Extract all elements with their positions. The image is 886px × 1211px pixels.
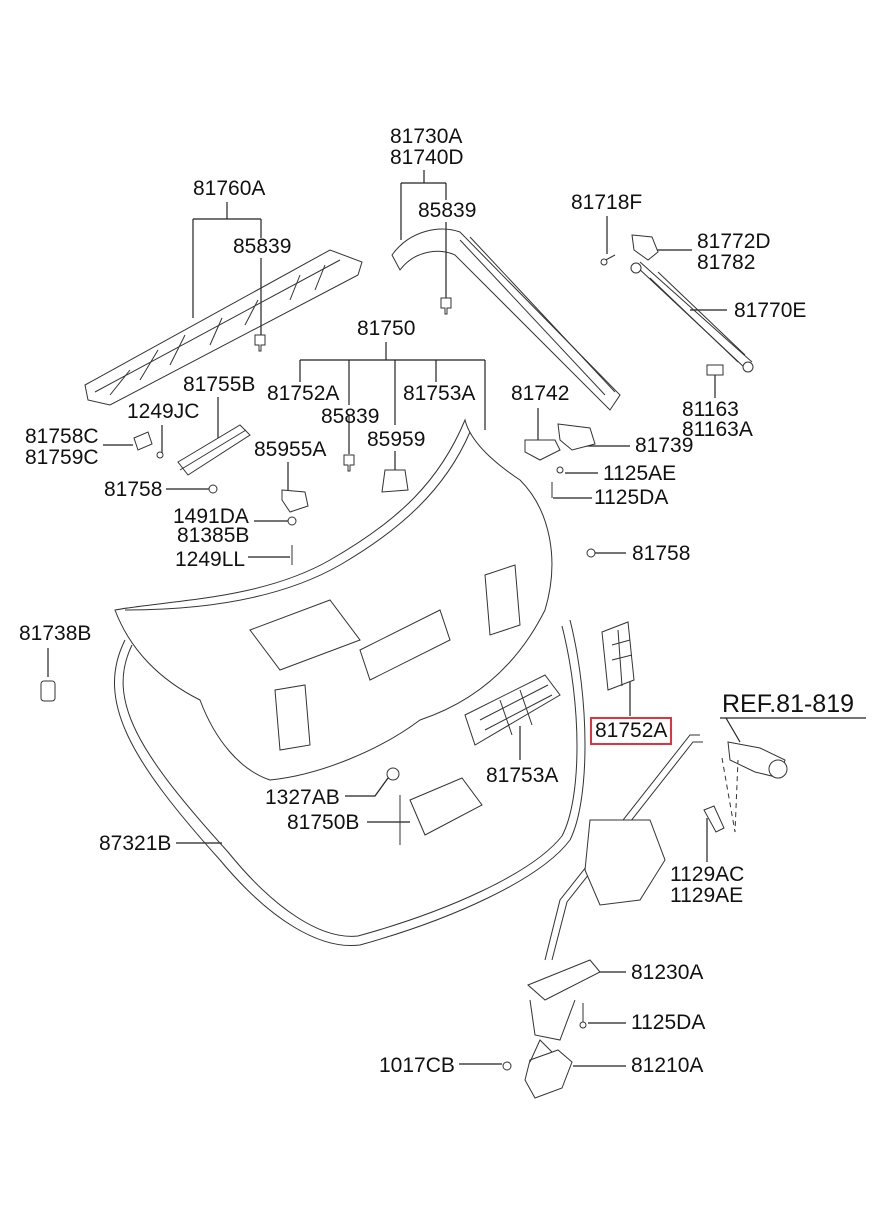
part-label-81770e[interactable]: 81770E [734,299,807,322]
part-label-81750[interactable]: 81750 [357,317,416,340]
part-85955A-bracket [281,489,309,513]
part-label-81772d[interactable]: 81772D [697,230,771,253]
part-label-1327ab[interactable]: 1327AB [265,786,340,809]
part-label-85955a[interactable]: 85955A [254,438,327,461]
part-81752A-vent [601,621,635,691]
part-81772D-bracket [631,234,659,261]
part-1125DA-bolt [579,1003,587,1029]
part-label-81739[interactable]: 81739 [635,434,694,457]
part-label-81750b[interactable]: 81750B [287,811,360,834]
part-label-81385b[interactable]: 81385B [177,524,250,547]
part-label-81758c[interactable]: 81758C [25,425,99,448]
part-ref-lock-cylinder [721,741,788,833]
part-81755B-handle [177,424,251,476]
part-81760A-garnish [84,249,363,406]
part-label-1125ae[interactable]: 1125AE [603,462,677,485]
part-85839-clips [254,297,452,472]
part-small-fasteners [156,451,596,565]
part-label-85839[interactable]: 85839 [418,199,477,222]
part-label-81742[interactable]: 81742 [511,382,570,405]
part-label-81760a[interactable]: 81760A [193,177,266,200]
part-81770E-gas-strut [630,261,754,373]
part-label-1249ll[interactable]: 1249LL [175,548,246,571]
part-81163-ball-stud [706,364,724,376]
part-label-81210a[interactable]: 81210A [631,1054,704,1077]
part-81758C-clip [133,431,153,451]
part-81210A-striker [524,1039,573,1099]
part-label-81758[interactable]: 81758 [632,542,691,565]
part-81730A-weatherstrip [391,228,621,411]
part-label-81759c[interactable]: 81759C [25,446,99,469]
part-label-81163a[interactable]: 81163A [682,418,753,441]
leader-lines [47,170,866,1067]
part-label-81753a[interactable]: 81753A [486,764,559,787]
part-81742-81739-brackets [524,423,596,461]
part-1327AB-nut [386,767,400,781]
part-81753A-vent [464,674,561,746]
part-label-87321b[interactable]: 87321B [99,832,172,855]
part-label-1017cb[interactable]: 1017CB [379,1054,455,1077]
part-label-85839[interactable]: 85839 [233,235,292,258]
part-label-81230a[interactable]: 81230A [631,961,704,984]
part-label-81730a[interactable]: 81730A [390,125,463,148]
part-label-1125da[interactable]: 1125DA [631,1011,706,1034]
part-1129AC-bolt [703,805,725,833]
part-label-85959[interactable]: 85959 [367,428,426,451]
part-81750B-handle [399,777,483,845]
part-label-81758[interactable]: 81758 [104,478,163,501]
part-87321B-weatherstrip [113,619,586,947]
part-label-81718f[interactable]: 81718F [571,191,643,214]
part-label-1249jc[interactable]: 1249JC [127,400,200,423]
part-label-1125da[interactable]: 1125DA [594,486,669,509]
part-label-81740d[interactable]: 81740D [390,146,464,169]
part-label-81163[interactable]: 81163 [682,398,739,421]
part-81750-tailgate-trim [114,418,553,781]
part-label-1129ae[interactable]: 1129AE [670,884,744,907]
part-label-85839[interactable]: 85839 [321,405,380,428]
part-label-81755b[interactable]: 81755B [183,373,256,396]
part-label-81752a-highlighted[interactable]: 81752A [590,717,673,745]
part-label-81738b[interactable]: 81738B [19,622,92,645]
reference-label[interactable]: REF.81-819 [722,690,855,718]
part-label-81753a[interactable]: 81753A [403,382,476,405]
part-label-1491da[interactable]: 1491DA [173,505,249,528]
part-81718F-bolt [600,254,616,266]
part-85959-pad [381,469,409,493]
part-81738B-bumper [40,680,56,702]
part-81230A-latch [527,819,666,1041]
part-label-1129ac[interactable]: 1129AC [670,863,745,886]
part-label-81782[interactable]: 81782 [697,251,756,274]
part-label-81752a[interactable]: 81752A [267,382,340,405]
part-1017CB-screw [502,1061,512,1071]
